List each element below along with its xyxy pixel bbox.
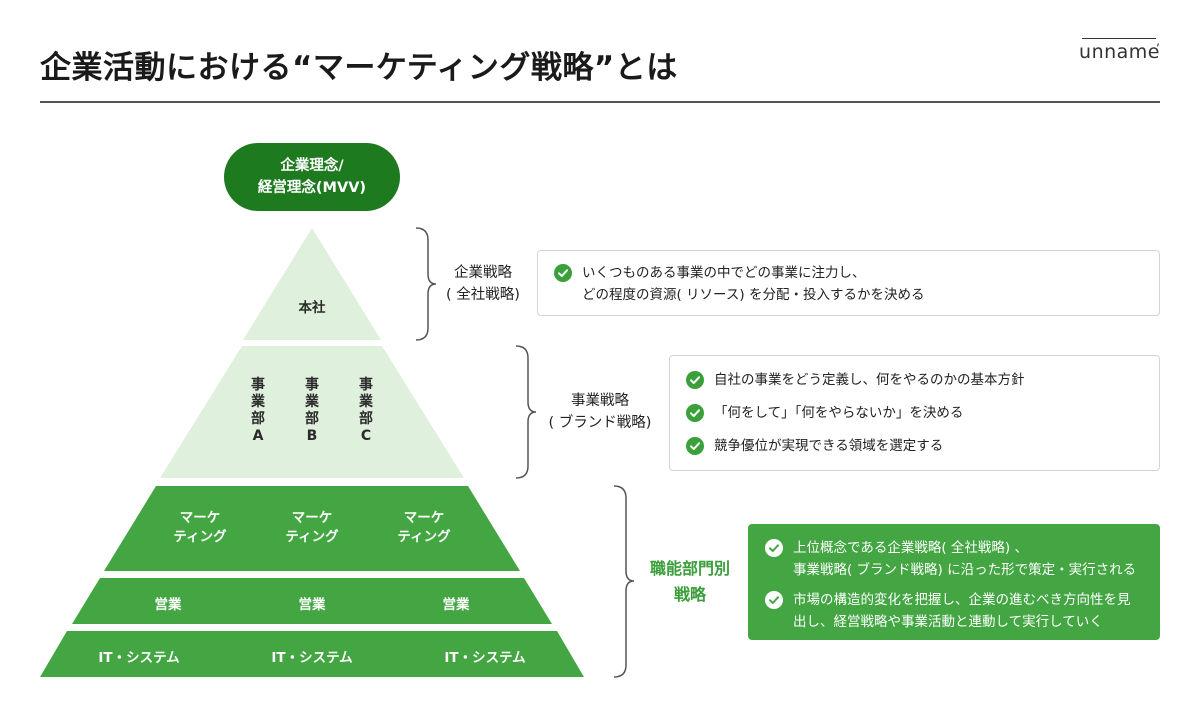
mvv-line1: 企業理念/ xyxy=(280,158,344,174)
bracket-functional xyxy=(613,485,635,678)
it-system-label: IT・システム xyxy=(98,650,180,666)
corporate-strategy-line1: 企業戦略 xyxy=(454,265,512,281)
division-c-char: 業 xyxy=(359,394,373,410)
business-strategy-line2: ( ブランド戦略) xyxy=(548,415,652,431)
business-strategy-box: 自社の事業をどう定義し、何をやるのかの基本方針 「何をして」「何をやらないか」を… xyxy=(669,355,1160,471)
division-b-char: 事 xyxy=(305,377,319,393)
division-c-char: 事 xyxy=(359,377,373,393)
item-text-line: 事業戦略( ブランド戦略) に沿った形で策定・実行される xyxy=(793,562,1137,578)
division-a-char: 事 xyxy=(251,377,265,393)
it-system-label: IT・システム xyxy=(271,650,353,666)
check-circle-icon xyxy=(686,371,704,389)
check-circle-icon xyxy=(765,539,783,557)
logo-tick: , xyxy=(1156,34,1160,48)
it-system-label: IT・システム xyxy=(444,650,526,666)
functional-strategy-line2: 戦略 xyxy=(673,585,707,604)
corporate-strategy-label: 企業戦略 ( 全社戦略) xyxy=(446,262,520,306)
pyramid-tier-sales xyxy=(72,578,552,624)
check-circle-icon xyxy=(554,264,572,282)
marketing-line2: ティング xyxy=(397,529,451,545)
item-text-line: 自社の事業をどう定義し、何をやるのかの基本方針 xyxy=(714,372,1025,388)
business-strategy-label: 事業戦略 ( ブランド戦略) xyxy=(549,390,652,434)
tier-label-headquarters: 本社 xyxy=(298,300,326,316)
sales-label: 営業 xyxy=(442,597,470,613)
mvv-pill: 企業理念/ 経営理念(MVV) xyxy=(224,143,400,211)
marketing-line1: マーケ xyxy=(403,510,445,526)
check-circle-icon xyxy=(765,591,783,609)
corporate-strategy-box: いくつものある事業の中でどの事業に注力し、 どの程度の資源( リソース) を分配… xyxy=(537,250,1160,316)
marketing-line2: ティング xyxy=(173,529,227,545)
pyramid-tier-marketing xyxy=(104,486,520,571)
functional-strategy-label: 職能部門別 戦略 xyxy=(650,556,730,608)
division-b-label: 事 業 部 B xyxy=(305,377,319,445)
division-a-char: 部 xyxy=(251,411,265,427)
pyramid-tier-it xyxy=(40,631,584,677)
pyramid-tier-top xyxy=(243,228,381,340)
division-c-char: 部 xyxy=(359,411,373,427)
brand-logo: , unname xyxy=(1079,34,1160,64)
sales-label: 営業 xyxy=(154,597,182,613)
check-circle-icon xyxy=(686,437,704,455)
business-strategy-line1: 事業戦略 xyxy=(571,393,629,409)
functional-strategy-box: 上位概念である企業戦略( 全社戦略) 、 事業戦略( ブランド戦略) に沿った形… xyxy=(748,524,1160,640)
marketing-label: マーケ ティング xyxy=(173,509,226,547)
division-a-label: 事 業 部 A xyxy=(251,377,265,445)
division-c-label: 事 業 部 C xyxy=(359,377,373,445)
division-b-char: 部 xyxy=(305,411,319,427)
corporate-strategy-item: いくつものある事業の中でどの事業に注力し、 どの程度の資源( リソース) を分配… xyxy=(554,262,1143,306)
item-text-line: 競争優位が実現できる領域を選定する xyxy=(714,438,944,454)
business-strategy-item: 自社の事業をどう定義し、何をやるのかの基本方針 xyxy=(686,369,1143,391)
title-divider xyxy=(40,101,1160,103)
marketing-line2: ティング xyxy=(285,529,339,545)
marketing-line1: マーケ xyxy=(179,510,221,526)
bracket-business xyxy=(515,345,537,479)
division-b-char: 業 xyxy=(305,394,319,410)
division-a-char: A xyxy=(252,428,264,444)
sales-label: 営業 xyxy=(298,597,326,613)
functional-strategy-item: 市場の構造的変化を把握し、企業の進むべき方向性を見 出し、経営戦略や事業活動と連… xyxy=(765,589,1143,633)
division-b-char: B xyxy=(306,428,318,444)
corporate-strategy-line2: ( 全社戦略) xyxy=(446,287,520,303)
bracket-corporate xyxy=(415,227,437,341)
logo-text: unname xyxy=(1079,41,1160,63)
page-title: 企業活動における“マーケティング戦略”とは xyxy=(40,50,678,86)
mvv-line2: 経営理念(MVV) xyxy=(257,180,367,196)
marketing-label: マーケ ティング xyxy=(285,509,338,547)
business-strategy-item: 「何をして」「何をやらないか」を決める xyxy=(686,402,1143,424)
item-text-line: どの程度の資源( リソース) を分配・投入するかを決める xyxy=(582,287,925,303)
division-c-char: C xyxy=(360,428,372,444)
business-strategy-item: 競争優位が実現できる領域を選定する xyxy=(686,435,1143,457)
pyramid-tier-middle xyxy=(160,346,464,478)
marketing-label: マーケ ティング xyxy=(397,509,450,547)
check-circle-icon xyxy=(686,404,704,422)
item-text-line: 市場の構造的変化を把握し、企業の進むべき方向性を見 xyxy=(793,592,1131,608)
item-text-line: 「何をして」「何をやらないか」を決める xyxy=(714,405,964,421)
logo-overline xyxy=(1082,38,1156,39)
marketing-line1: マーケ xyxy=(291,510,333,526)
division-a-char: 業 xyxy=(251,394,265,410)
item-text-line: いくつものある事業の中でどの事業に注力し、 xyxy=(582,265,866,281)
functional-strategy-line1: 職能部門別 xyxy=(649,559,731,578)
functional-strategy-item: 上位概念である企業戦略( 全社戦略) 、 事業戦略( ブランド戦略) に沿った形… xyxy=(765,537,1143,581)
item-text-line: 出し、経営戦略や事業活動と連動して実行していく xyxy=(793,614,1103,630)
item-text-line: 上位概念である企業戦略( 全社戦略) 、 xyxy=(793,540,1028,556)
